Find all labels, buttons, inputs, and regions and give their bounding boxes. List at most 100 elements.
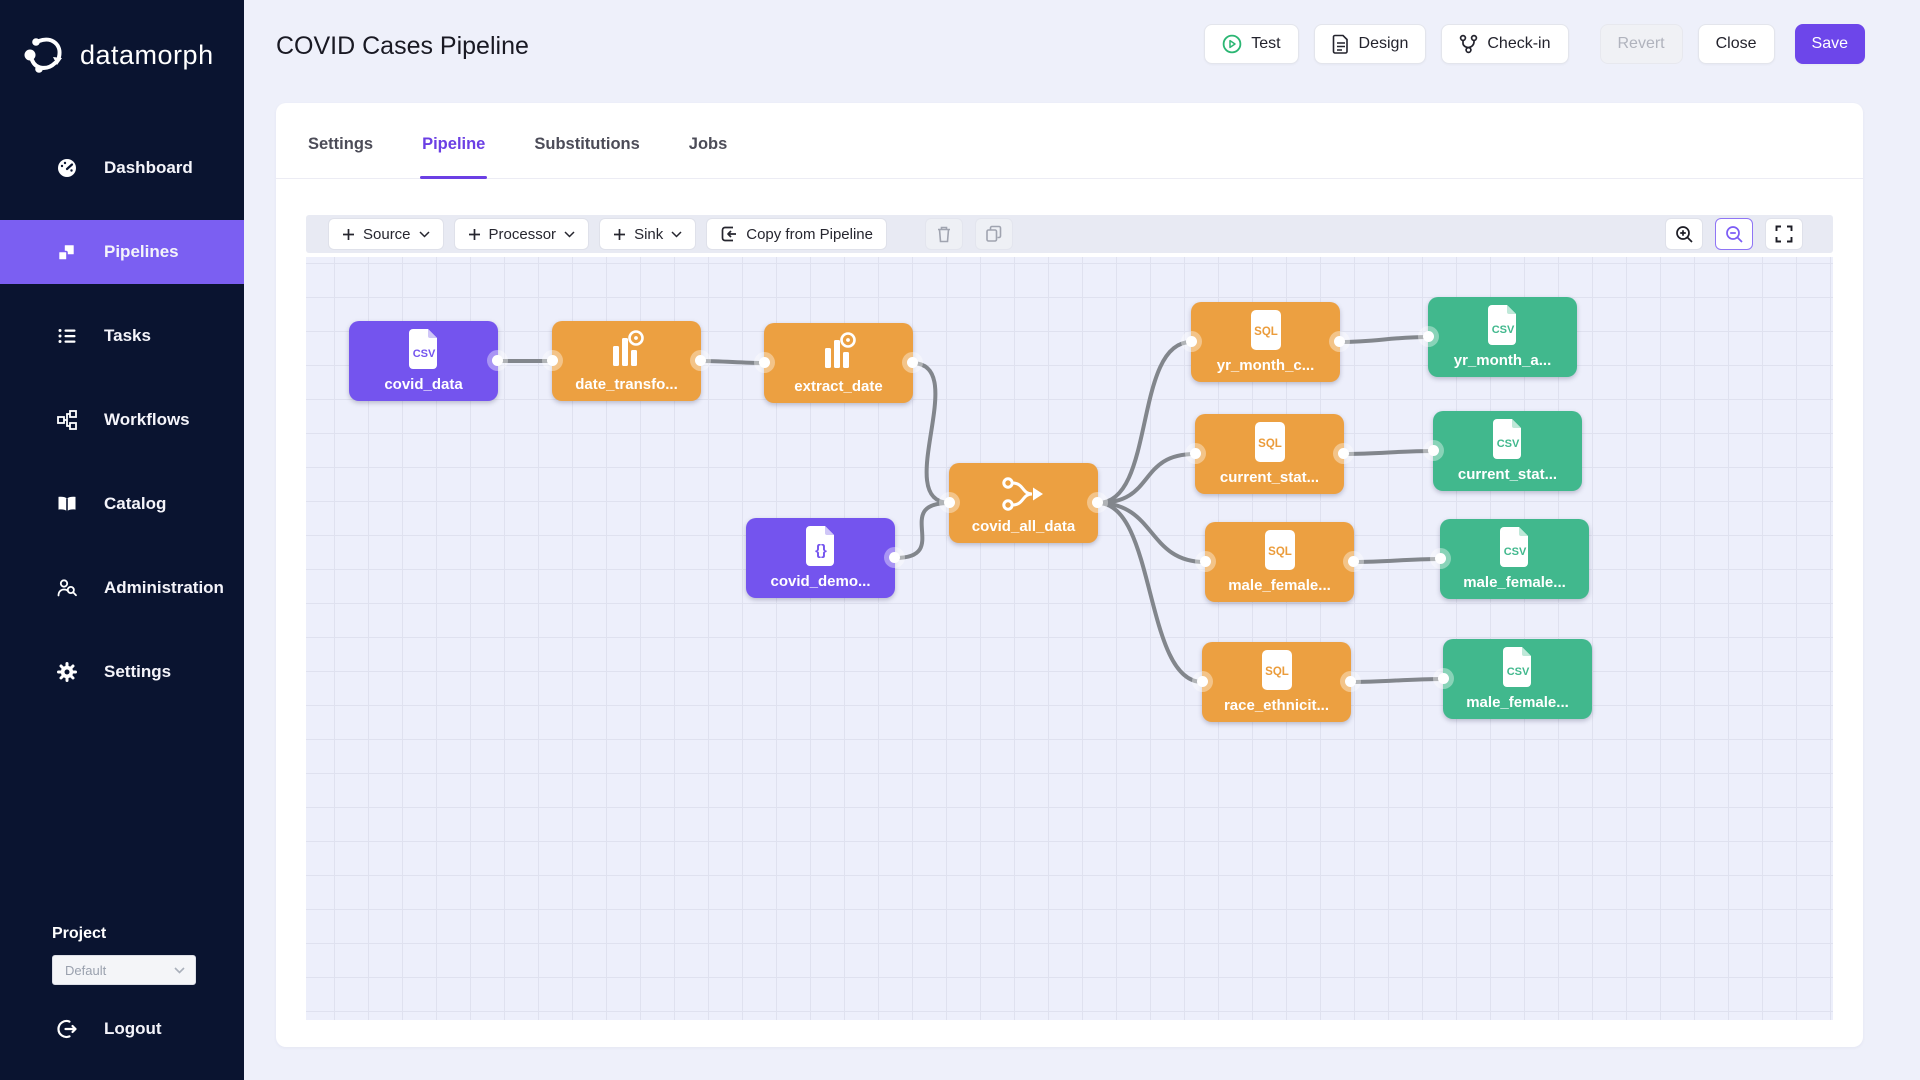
- add-sink-button[interactable]: Sink: [599, 218, 697, 250]
- pipeline-canvas[interactable]: CSV covid_data date_transfo...: [306, 257, 1833, 1020]
- node-covid-demo[interactable]: {} covid_demo...: [746, 518, 900, 598]
- app-logo: datamorph: [0, 0, 244, 78]
- tab-jobs[interactable]: Jobs: [688, 135, 728, 153]
- node-covid-data[interactable]: CSV covid_data: [349, 321, 503, 401]
- csv-file-icon: CSV: [408, 329, 437, 369]
- duplicate-icon: [986, 225, 1002, 242]
- node-male-female-sink-2[interactable]: CSV male_female...: [1438, 639, 1592, 719]
- zoom-in-button[interactable]: [1665, 218, 1703, 250]
- node-covid-all-data[interactable]: covid_all_data: [944, 463, 1103, 543]
- fullscreen-button[interactable]: [1765, 218, 1803, 250]
- output-port[interactable]: [889, 552, 900, 563]
- save-button[interactable]: Save: [1794, 24, 1865, 64]
- revert-button-label: Revert: [1617, 35, 1665, 52]
- header-actions: Test Design Check-in Revert Close Save: [1204, 24, 1865, 64]
- input-port[interactable]: [759, 357, 770, 368]
- checkin-button[interactable]: Check-in: [1441, 24, 1569, 64]
- sidebar-item-administration[interactable]: Administration: [0, 556, 244, 620]
- add-sink-label: Sink: [634, 225, 664, 243]
- node-label: current_stat...: [1457, 466, 1558, 483]
- input-port[interactable]: [1200, 556, 1211, 567]
- input-port[interactable]: [1190, 448, 1201, 459]
- input-port[interactable]: [547, 355, 558, 366]
- node-date-transform[interactable]: date_transfo...: [547, 321, 706, 401]
- node-yr-month-sink[interactable]: CSV yr_month_a...: [1423, 297, 1577, 377]
- node-male-female-sink[interactable]: CSV male_female...: [1435, 519, 1589, 599]
- input-port[interactable]: [1423, 331, 1434, 342]
- close-button[interactable]: Close: [1697, 24, 1775, 64]
- design-button[interactable]: Design: [1313, 24, 1427, 64]
- csv-file-icon: CSV: [1492, 419, 1521, 459]
- tab-settings[interactable]: Settings: [308, 135, 374, 153]
- sidebar-item-label: Catalog: [104, 494, 167, 513]
- revert-button[interactable]: Revert: [1599, 24, 1683, 64]
- sidebar-item-label: Tasks: [104, 326, 151, 345]
- logo-wordmark: datamorph: [80, 39, 214, 70]
- csv-file-icon: CSV: [1499, 527, 1528, 567]
- svg-text:SQL: SQL: [1268, 546, 1292, 558]
- sidebar-item-pipelines[interactable]: Pipelines: [0, 220, 244, 284]
- add-processor-button[interactable]: Processor: [453, 218, 590, 250]
- close-button-label: Close: [1715, 35, 1757, 52]
- input-port[interactable]: [1435, 553, 1446, 564]
- output-port[interactable]: [1092, 497, 1103, 508]
- sidebar-item-settings[interactable]: Settings: [0, 640, 244, 704]
- input-port[interactable]: [1186, 336, 1197, 347]
- node-yr-month-sql[interactable]: SQL yr_month_c...: [1186, 302, 1345, 382]
- svg-text:CSV: CSV: [1503, 546, 1526, 558]
- settings-gear-icon: [57, 662, 77, 682]
- node-extract-date[interactable]: extract_date: [759, 323, 918, 403]
- zoom-controls: [1665, 218, 1803, 250]
- chevron-down-icon: [174, 966, 185, 974]
- chevron-down-icon: [564, 230, 575, 238]
- test-button-label: Test: [1251, 35, 1281, 52]
- project-selected-value: Default: [65, 962, 107, 978]
- duplicate-node-button[interactable]: [974, 218, 1013, 250]
- administration-user-icon: [57, 579, 77, 597]
- test-button[interactable]: Test: [1204, 24, 1299, 64]
- output-port[interactable]: [1345, 676, 1356, 687]
- node-current-status-sql[interactable]: SQL current_stat...: [1190, 414, 1349, 494]
- plus-icon: [468, 228, 480, 240]
- add-processor-label: Processor: [488, 225, 557, 243]
- node-race-ethnicity-sql[interactable]: SQL race_ethnicit...: [1197, 642, 1356, 722]
- output-port[interactable]: [1348, 556, 1359, 567]
- tab-pipeline[interactable]: Pipeline: [420, 135, 488, 179]
- node-label: yr_month_c...: [1216, 357, 1315, 374]
- input-port[interactable]: [944, 497, 955, 508]
- pipelines-blocks-icon: [57, 243, 76, 261]
- project-section: Project Default: [0, 925, 244, 985]
- sidebar-item-workflows[interactable]: Workflows: [0, 388, 244, 452]
- checkin-button-label: Check-in: [1487, 35, 1551, 52]
- output-port[interactable]: [695, 355, 706, 366]
- save-button-label: Save: [1811, 35, 1848, 52]
- output-port[interactable]: [907, 357, 918, 368]
- zoom-out-button[interactable]: [1715, 218, 1753, 250]
- chevron-down-icon: [419, 230, 430, 238]
- add-source-button[interactable]: Source: [328, 218, 444, 250]
- input-port[interactable]: [1428, 445, 1439, 456]
- output-port[interactable]: [492, 355, 503, 366]
- node-current-status-sink[interactable]: CSV current_stat...: [1428, 411, 1582, 491]
- copy-from-pipeline-button[interactable]: Copy from Pipeline: [706, 218, 887, 250]
- design-button-label: Design: [1358, 35, 1409, 52]
- sidebar-item-catalog[interactable]: Catalog: [0, 472, 244, 536]
- sidebar-item-dashboard[interactable]: Dashboard: [0, 136, 244, 200]
- node-male-female-sql[interactable]: SQL male_female...: [1200, 522, 1359, 602]
- svg-text:CSV: CSV: [1496, 438, 1519, 450]
- node-label: yr_month_a...: [1453, 352, 1552, 369]
- node-label: male_female...: [1228, 577, 1331, 594]
- input-port[interactable]: [1438, 673, 1449, 684]
- input-port[interactable]: [1197, 676, 1208, 687]
- sidebar-item-label: Administration: [104, 578, 224, 597]
- tab-substitutions[interactable]: Substitutions: [534, 135, 640, 153]
- project-select[interactable]: Default: [52, 955, 196, 985]
- delete-node-button[interactable]: [924, 218, 963, 250]
- output-port[interactable]: [1334, 336, 1345, 347]
- logout-button[interactable]: Logout: [0, 1018, 244, 1040]
- sidebar-item-tasks[interactable]: Tasks: [0, 304, 244, 368]
- svg-text:CSV: CSV: [412, 348, 435, 360]
- output-port[interactable]: [1338, 448, 1349, 459]
- merge-fork-icon: [1001, 477, 1043, 511]
- sidebar-item-label: Settings: [104, 662, 172, 681]
